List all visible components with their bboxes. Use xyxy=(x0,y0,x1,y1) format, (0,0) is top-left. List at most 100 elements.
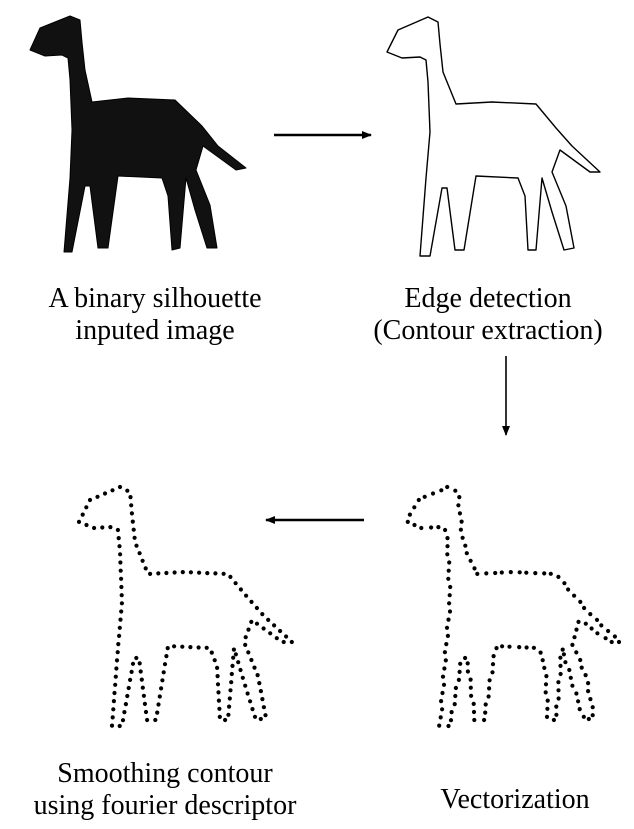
caption-line: Smoothing contour xyxy=(0,758,330,790)
contour-dot xyxy=(572,594,576,598)
contour-dot xyxy=(181,570,185,574)
contour-dot xyxy=(138,661,142,665)
contour-dot xyxy=(205,646,209,650)
contour-dot xyxy=(558,664,562,668)
contour-dot xyxy=(604,636,608,640)
contour-dot xyxy=(131,520,135,524)
contour-dot xyxy=(260,697,264,701)
contour-dot xyxy=(509,570,513,574)
contour-dot xyxy=(116,528,120,532)
contour-dot xyxy=(128,678,132,682)
contour-dot xyxy=(586,689,590,693)
contour-dot xyxy=(542,571,546,575)
caption-smoothing-contour: Smoothing contour using fourier descript… xyxy=(0,758,330,822)
contour-dot xyxy=(545,707,549,711)
caption-line: using fourier descriptor xyxy=(0,790,330,822)
contour-dot xyxy=(507,645,511,649)
contour-dot xyxy=(290,640,294,644)
contour-dot xyxy=(197,571,201,575)
contour-dot xyxy=(459,528,463,532)
contour-dot xyxy=(492,654,496,658)
contour-dot xyxy=(119,569,123,573)
contour-dot xyxy=(517,645,521,649)
contour-dot xyxy=(116,650,120,654)
contour-dot xyxy=(532,646,536,650)
contour-dot xyxy=(448,593,452,597)
contour-dot xyxy=(118,724,122,728)
contour-dot xyxy=(128,495,132,499)
contour-dot xyxy=(431,491,435,495)
contour-dot xyxy=(172,644,176,648)
contour-dot xyxy=(445,485,449,489)
contour-dot xyxy=(246,650,250,654)
contour-dot xyxy=(561,648,565,652)
contour-dot xyxy=(256,673,260,677)
contour-dot xyxy=(115,658,119,662)
contour-dot xyxy=(160,678,164,682)
contour-dot xyxy=(134,544,138,548)
contour-dot xyxy=(88,498,92,502)
contour-dot xyxy=(119,577,123,581)
contour-dot xyxy=(544,682,548,686)
contour-dot xyxy=(472,710,476,714)
contour-dot xyxy=(180,645,184,649)
contour-dot xyxy=(140,678,144,682)
contour-dot xyxy=(234,581,238,585)
contour-dot xyxy=(112,691,116,695)
contour-dot xyxy=(246,628,250,632)
contour-dot xyxy=(118,485,122,489)
contour-dot xyxy=(439,699,443,703)
contour-dot xyxy=(441,675,445,679)
contour-dot xyxy=(469,686,473,690)
contour-dot xyxy=(545,715,549,719)
contour-dot xyxy=(266,618,270,622)
contour-dot xyxy=(463,544,467,548)
contour-dot xyxy=(252,666,256,670)
contour-dot xyxy=(562,581,566,585)
contour-dot xyxy=(217,699,221,703)
contour-dot xyxy=(127,686,131,690)
contour-dot xyxy=(173,570,177,574)
contour-dot xyxy=(158,694,162,698)
contour-dot xyxy=(232,648,236,652)
contour-dot xyxy=(445,544,449,548)
contour-dot xyxy=(591,705,595,709)
contour-dot xyxy=(590,626,594,630)
contour-dot xyxy=(582,715,586,719)
contour-dot xyxy=(539,651,543,655)
contour-dot xyxy=(92,526,96,530)
contour-dot xyxy=(249,658,253,662)
contour-dot xyxy=(143,702,147,706)
contour-dot xyxy=(493,571,497,575)
contour-dot xyxy=(112,699,116,703)
contour-dot xyxy=(458,662,462,666)
contour-dot xyxy=(145,718,149,722)
caption-line: Edge detection xyxy=(338,283,634,315)
contour-dot xyxy=(155,711,159,715)
contour-dot xyxy=(487,686,491,690)
contour-dot xyxy=(114,666,118,670)
contour-dot xyxy=(259,689,263,693)
contour-dot xyxy=(440,691,444,695)
contour-dot xyxy=(120,601,124,605)
contour-dot xyxy=(610,640,614,644)
contour-dot xyxy=(228,688,232,692)
contour-dot xyxy=(262,705,266,709)
contour-dot xyxy=(216,682,220,686)
contour-dot xyxy=(578,707,582,711)
contour-dot xyxy=(117,544,121,548)
contour-dot xyxy=(446,577,450,581)
contour-dot xyxy=(244,594,248,598)
contour-dot xyxy=(484,702,488,706)
contour-dot xyxy=(162,670,166,674)
contour-dot xyxy=(554,705,558,709)
contour-dot xyxy=(218,715,222,719)
contour-dot xyxy=(139,669,143,673)
contour-dot xyxy=(260,612,264,616)
contour-dot xyxy=(119,585,123,589)
contour-dot xyxy=(447,601,451,605)
contour-dot xyxy=(116,642,120,646)
caption-line: A binary silhouette xyxy=(0,283,310,315)
contour-dot xyxy=(617,640,621,644)
caption-line: (Contour extraction) xyxy=(338,315,634,347)
